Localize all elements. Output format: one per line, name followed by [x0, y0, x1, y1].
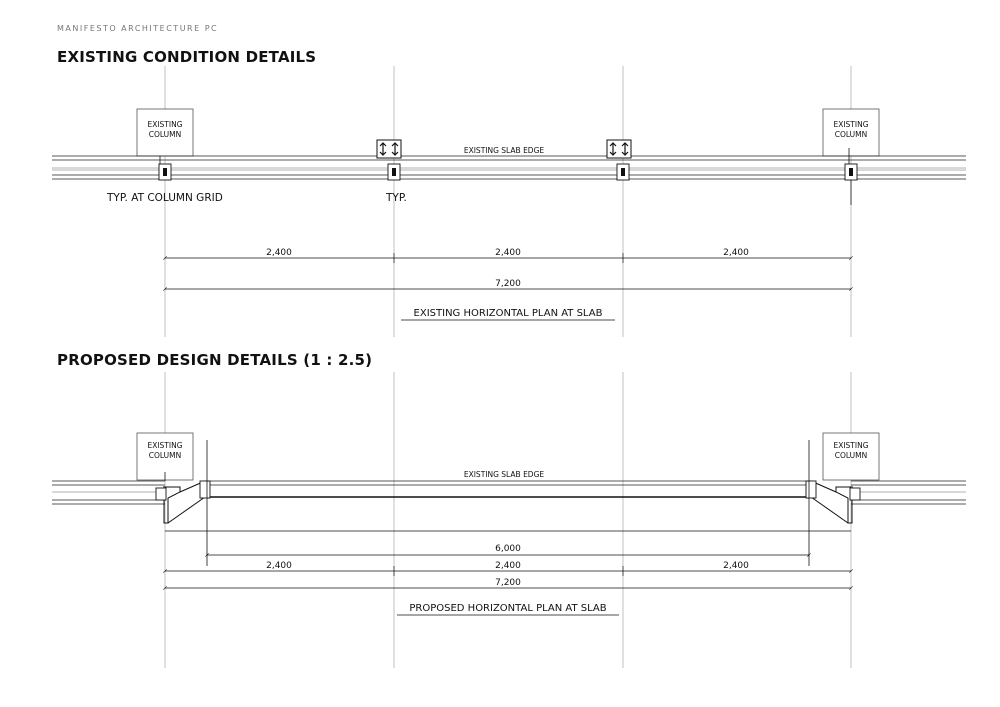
column-label: COLUMN — [835, 130, 868, 139]
grid-lines — [164, 66, 852, 668]
dimension-lines — [163, 253, 853, 291]
note-typ: TYP. — [385, 192, 407, 204]
dimension-span-label: 6,000 — [495, 544, 521, 554]
dimension-label: 2,400 — [723, 248, 749, 258]
proposed-section-title: PROPOSED DESIGN DETAILS (1 : 2.5) — [57, 351, 373, 369]
firm-name: MANIFESTO ARCHITECTURE PC — [57, 24, 219, 33]
anchor-bracket — [606, 139, 632, 159]
column-label: COLUMN — [149, 130, 182, 139]
slab-lines — [52, 155, 966, 180]
column-label: COLUMN — [835, 451, 868, 460]
existing-column-right — [822, 432, 880, 481]
slab-edge-label: EXISTING SLAB EDGE — [464, 146, 545, 155]
column-label: EXISTING — [833, 441, 868, 450]
dimension-label: 2,400 — [266, 248, 292, 258]
anchor-bracket — [376, 139, 402, 159]
dimension-label: 2,400 — [266, 561, 292, 571]
existing-plan: EXISTING COLUMN EXISTING COLUMN — [52, 108, 966, 321]
existing-plan-label: EXISTING HORIZONTAL PLAN AT SLAB — [414, 308, 603, 319]
dimension-label: 2,400 — [495, 561, 521, 571]
dimension-label: 2,400 — [723, 561, 749, 571]
note-typ-column-grid: TYP. AT COLUMN GRID — [106, 192, 223, 204]
column-label: EXISTING — [147, 441, 182, 450]
slab-edge-label: EXISTING SLAB EDGE — [464, 470, 545, 479]
proposed-plan: EXISTING COLUMN EXISTING COLUMN — [52, 432, 966, 616]
existing-section-title: EXISTING CONDITION DETAILS — [57, 48, 317, 66]
column-label: EXISTING — [147, 120, 182, 129]
column-label: COLUMN — [149, 451, 182, 460]
proposed-plan-label: PROPOSED HORIZONTAL PLAN AT SLAB — [409, 603, 606, 614]
dimension-total-label: 7,200 — [495, 578, 521, 588]
column-label: EXISTING — [833, 120, 868, 129]
dimension-lines — [163, 530, 853, 590]
dimension-total-label: 7,200 — [495, 279, 521, 289]
existing-column-left — [136, 108, 194, 157]
dimension-label: 2,400 — [495, 248, 521, 258]
